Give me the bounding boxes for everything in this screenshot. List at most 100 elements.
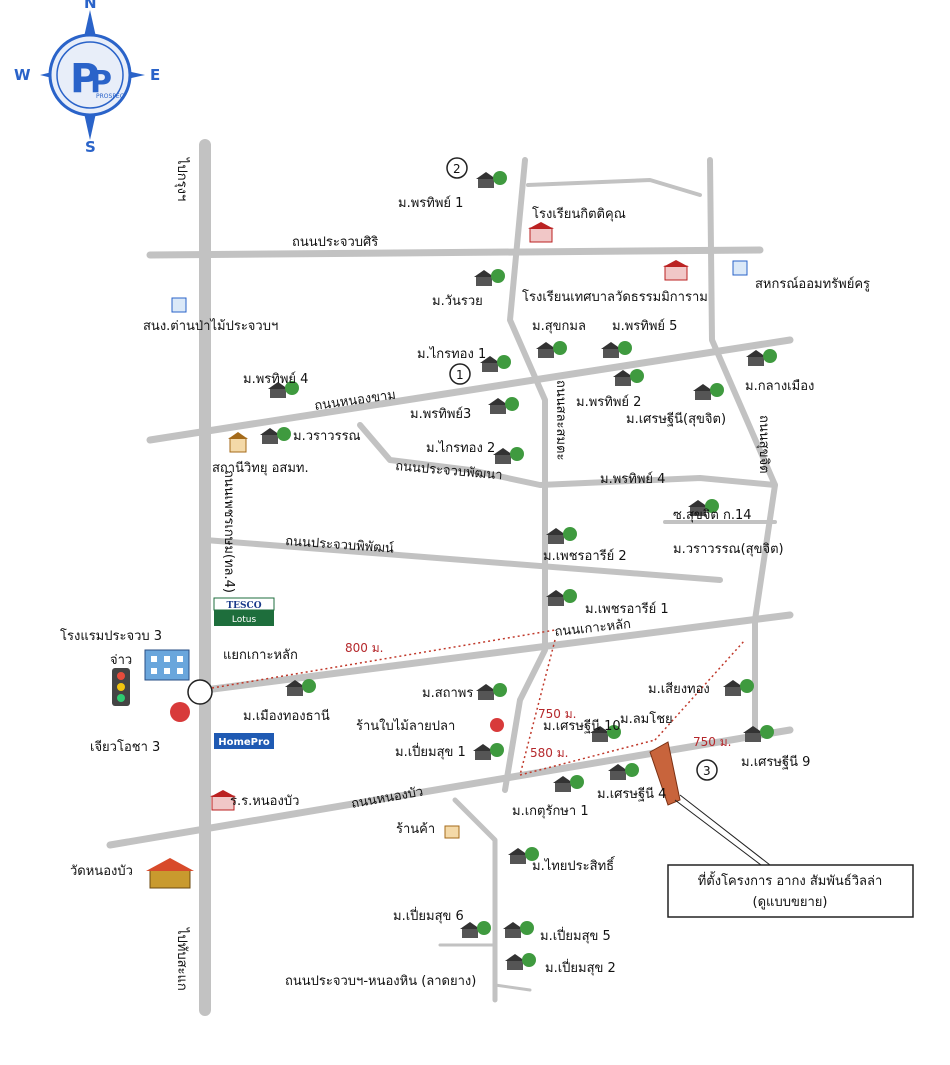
label-nong-hin: ถนนประจวบฯ-หนองหิน (ลาดยาง) [285, 974, 476, 989]
tesco-lotus-logo: TESCO Lotus [213, 597, 275, 626]
label-sianthong: ม.เสียงทอง [648, 681, 710, 697]
village-icon [693, 383, 724, 400]
road-nong-kham [146, 336, 794, 444]
label-sathaporn: ม.สถาพร [422, 686, 473, 701]
label-wat-nongbua: วัดหนองบัว [70, 864, 133, 879]
village-icon [546, 527, 577, 544]
road-prachuap-phatthana [357, 422, 778, 488]
label-setthini4: ม.เศรษฐีนี 4 [597, 786, 666, 802]
village-icon [608, 763, 639, 780]
traffic-signal-icon [112, 668, 130, 706]
lotus-text: Lotus [232, 615, 257, 625]
label-kraithong1: ม.ไกรทอง 1 [417, 346, 486, 362]
village-icon [601, 341, 632, 358]
office-icon [171, 297, 187, 313]
village-icon [474, 269, 505, 286]
label-forest-office: สนง.ต่านป่าไม้ประจวบฯ [143, 318, 278, 334]
junction-circle [187, 679, 213, 705]
logo-text: PROSPEC [96, 93, 124, 100]
callout-title: ที่ตั้งโครงการ อากง สัมพันธ์วิลล่า [698, 871, 883, 889]
village-icon [536, 341, 567, 358]
village-icon [590, 725, 621, 742]
homepro-logo: HomePro [214, 733, 274, 749]
village-icon [613, 369, 644, 386]
label-sarasom: ถนนสละสมตะ [553, 380, 568, 460]
svg-text:P: P [70, 56, 99, 102]
village-icon [723, 679, 754, 696]
label-petcharee2: ม.เพชรอารีย์ 2 [543, 548, 627, 564]
roads [106, 139, 794, 1016]
distance-800: 800 ม. [345, 641, 383, 655]
label-ketrak1: ม.เกตุรักษา 1 [512, 804, 589, 819]
label-hotel: โรงแรมประจวบ 3 [60, 628, 162, 644]
label-mueangthong: ม.เมืองทองธานี [243, 708, 330, 724]
label-nongbua-school: ร.ร.หนองบัว [230, 794, 299, 809]
label-kittikhun-school: โรงเรียนกิตติคุณ [532, 206, 626, 222]
compass-logo: P P PROSPEC N S E W [14, 0, 160, 156]
label-to-south: ไปทับสะแก [174, 927, 190, 991]
marker-1: 1 [449, 363, 471, 385]
compass-west: W [14, 66, 31, 84]
label-cooperative: สหกรณ์ออมทรัพย์ครู [755, 276, 870, 292]
marker-2: 2 [446, 157, 468, 179]
label-setthini10: ม.เศรษฐีนี 10 [543, 718, 621, 734]
label-phonthip4-left: ม.พรทิพย์ 4 [243, 371, 308, 387]
cooperative-icon [732, 260, 748, 276]
label-phonthip2: ม.พรทิพย์ 2 [576, 394, 641, 410]
label-piamsuk5: ม.เปี่ยมสุข 5 [540, 927, 611, 944]
project-callout-line [679, 794, 771, 866]
village-icon [493, 447, 524, 464]
marker-3: 3 [696, 759, 718, 781]
road-prachuap-phiphat [202, 537, 723, 583]
village-icon [505, 953, 536, 970]
distance-lines [211, 629, 746, 776]
village-icon [508, 847, 539, 864]
label-piamsuk6: ม.เปี่ยมสุข 6 [393, 907, 464, 924]
distance-750-left: 750 ม. [538, 707, 576, 721]
village-icon [480, 355, 511, 372]
road-prachuap-siri [146, 246, 764, 259]
label-chewchai: เจียวโอชา 3 [90, 739, 160, 755]
village-icon [488, 397, 519, 414]
label-setthini-sukhit: ม.เศรษฐีนี(สุขจิต) [626, 411, 726, 427]
label-junction: แยกเกาะหลัก [223, 648, 298, 663]
label-petchkasem: ถนนเพชรเกษม(ทล.4) [221, 470, 236, 593]
svg-text:P: P [90, 65, 112, 100]
temple-icon [146, 858, 194, 889]
label-phonthip3: ม.พรทิพย์3 [410, 406, 471, 422]
village-icon [285, 679, 316, 696]
road-nong-bua [106, 726, 794, 849]
village-icon [746, 349, 777, 366]
compass-east: E [150, 66, 160, 84]
village-icon [743, 725, 774, 742]
label-kraithong2: ม.ไกรทอง 2 [426, 440, 495, 456]
road-sarasom [502, 157, 548, 793]
label-wanruai: ม.วันรวย [432, 294, 483, 309]
label-to-pathum: ไปกรุงฯ [174, 157, 190, 201]
distance-580: 580 ม. [530, 746, 568, 760]
project-site [649, 741, 681, 806]
label-petcharee1: ม.เพชรอารีย์ 1 [585, 601, 669, 617]
svg-text:2: 2 [453, 162, 461, 176]
label-prachuap-siri: ถนนประจวบศิริ [292, 235, 378, 250]
label-setthini9: ม.เศรษฐีนี 9 [741, 754, 810, 770]
village-icon [553, 775, 584, 792]
school-icon [528, 222, 554, 243]
village-icon [260, 427, 291, 444]
compass-south: S [85, 138, 96, 156]
tesco-text: TESCO [226, 601, 261, 611]
label-phonthip1: ม.พรทิพย์ 1 [398, 195, 463, 211]
label-lomchoi: ม.ลมโชย [620, 711, 673, 727]
label-flower-shop: ร้านใบไม้ลายปลา [356, 718, 455, 734]
label-waraporn-sukhit: ม.วราวรรณ(สุขจิต) [673, 542, 784, 557]
svg-text:1: 1 [456, 368, 464, 382]
road-top-connector [526, 178, 702, 197]
distance-750-right: 750 ม. [693, 735, 731, 749]
label-prachuap-phatthana: ถนนประจวบพัฒนา [395, 459, 503, 483]
label-piamsuk1: ม.เปี่ยมสุข 1 [395, 743, 466, 760]
road-south-spur-2 [493, 983, 532, 992]
label-shop: ร้านค้า [396, 822, 435, 837]
svg-text:3: 3 [703, 764, 711, 778]
school-icon [663, 260, 689, 281]
